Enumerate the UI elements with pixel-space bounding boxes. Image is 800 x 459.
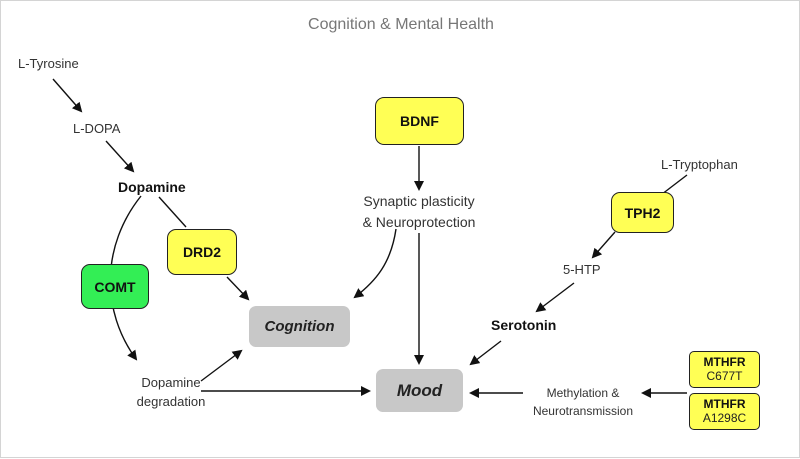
- gene-box-tph2: TPH2: [611, 192, 674, 233]
- node-dopamine: Dopamine: [118, 179, 186, 195]
- mthfr-a1298c-gene: MTHFR: [703, 397, 746, 411]
- line-dopamine-to-drd2: [158, 196, 187, 228]
- gene-box-mthfr-a1298c: MTHFR A1298C: [689, 393, 760, 430]
- outcome-box-mood: Mood: [376, 369, 463, 412]
- outcome-box-cognition: Cognition: [249, 306, 350, 347]
- methylation-line1: Methylation &: [546, 386, 620, 400]
- arrow-synaptic-to-cognition: [353, 228, 397, 299]
- arrow-serotonin-to-mood: [469, 340, 502, 366]
- dopamine-degradation-line2: degradation: [136, 394, 206, 409]
- arrow-dopa-to-dopamine: [105, 140, 135, 173]
- node-5-htp: 5-HTP: [563, 262, 601, 277]
- mthfr-c677t-gene: MTHFR: [703, 355, 746, 369]
- synaptic-line1: Synaptic plasticity: [363, 193, 475, 209]
- gene-box-mthfr-c677t: MTHFR C677T: [689, 351, 760, 388]
- node-dopamine-degradation: Dopamine degradation: [121, 373, 221, 411]
- gene-box-bdnf: BDNF: [375, 97, 464, 145]
- arrow-drd2-to-cognition: [226, 276, 250, 301]
- node-l-tyrosine: L-Tyrosine: [18, 56, 79, 71]
- node-synaptic-plasticity: Synaptic plasticity & Neuroprotection: [329, 191, 509, 233]
- node-l-tryptophan: L-Tryptophan: [661, 157, 738, 172]
- node-l-dopa: L-DOPA: [73, 121, 121, 136]
- node-methylation: Methylation & Neurotransmission: [521, 384, 645, 420]
- node-serotonin: Serotonin: [491, 317, 557, 333]
- mthfr-a1298c-variant: A1298C: [702, 411, 747, 425]
- gene-box-comt: COMT: [81, 264, 149, 309]
- gene-box-drd2: DRD2: [167, 229, 237, 275]
- dopamine-degradation-line1: Dopamine: [141, 375, 201, 390]
- arrow-degradation-to-cognition: [200, 349, 243, 382]
- synaptic-line2: & Neuroprotection: [362, 214, 476, 230]
- arrow-tph2-to-5htp: [591, 231, 616, 259]
- arrow-tyrosine-to-dopa: [52, 78, 83, 113]
- diagram-title: Cognition & Mental Health: [308, 16, 494, 33]
- methylation-line2: Neurotransmission: [532, 404, 634, 418]
- arrow-5htp-to-serotonin: [535, 282, 575, 313]
- mthfr-c677t-variant: C677T: [706, 369, 743, 383]
